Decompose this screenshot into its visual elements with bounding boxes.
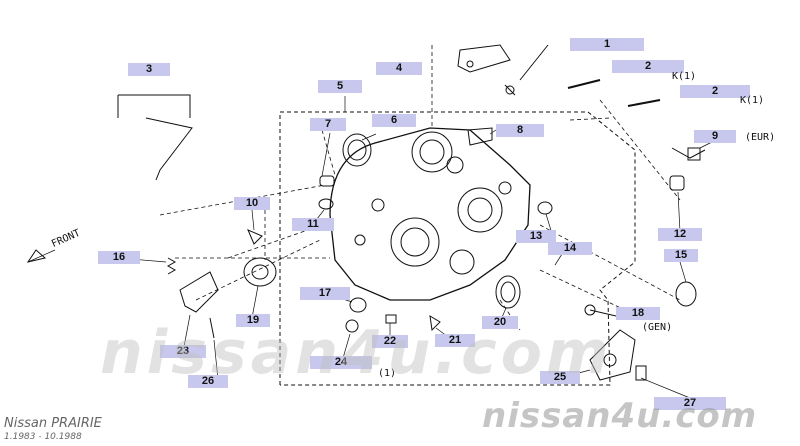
callout-20[interactable]: 20 bbox=[482, 316, 518, 329]
callout-26[interactable]: 26 bbox=[188, 375, 228, 388]
callout-2-upper[interactable]: 2 bbox=[612, 60, 684, 73]
callout-11[interactable]: 11 bbox=[292, 218, 334, 231]
note-eur: (EUR) bbox=[745, 132, 776, 143]
note-k1-upper: K(1) bbox=[672, 71, 697, 82]
callout-9[interactable]: 9 bbox=[694, 130, 736, 143]
callout-18[interactable]: 18 bbox=[616, 307, 660, 320]
model-years: 1.1983 - 10.1988 bbox=[4, 432, 82, 442]
note-k1-lower: K(1) bbox=[740, 95, 765, 106]
callout-23[interactable]: 23 bbox=[160, 345, 206, 358]
callout-6[interactable]: 6 bbox=[372, 114, 416, 127]
model-name: Nissan PRAIRIE bbox=[4, 416, 102, 431]
callout-17[interactable]: 17 bbox=[300, 287, 350, 300]
callout-5[interactable]: 5 bbox=[318, 80, 362, 93]
callout-15[interactable]: 15 bbox=[664, 249, 698, 262]
callout-1[interactable]: 1 bbox=[570, 38, 644, 51]
callout-14[interactable]: 14 bbox=[548, 242, 592, 255]
callout-7[interactable]: 7 bbox=[310, 118, 346, 131]
note-quantity-1: (1) bbox=[378, 368, 397, 379]
callout-3[interactable]: 3 bbox=[128, 63, 170, 76]
watermark-center: nissan4u.com bbox=[100, 318, 613, 388]
callout-25[interactable]: 25 bbox=[540, 371, 580, 384]
note-gen: (GEN) bbox=[642, 322, 673, 333]
callout-10[interactable]: 10 bbox=[234, 197, 270, 210]
callout-4[interactable]: 4 bbox=[376, 62, 422, 75]
callout-2-lower[interactable]: 2 bbox=[680, 85, 750, 98]
callout-19[interactable]: 19 bbox=[236, 314, 270, 327]
callout-24[interactable]: 24 bbox=[310, 356, 372, 369]
callout-16[interactable]: 16 bbox=[98, 251, 140, 264]
callout-22[interactable]: 22 bbox=[372, 335, 408, 348]
callout-27[interactable]: 27 bbox=[654, 397, 726, 410]
callout-21[interactable]: 21 bbox=[435, 334, 475, 347]
watermark-footer: nissan4u.com bbox=[482, 396, 758, 436]
callout-8[interactable]: 8 bbox=[496, 124, 544, 137]
callout-13[interactable]: 13 bbox=[516, 230, 556, 243]
callout-12[interactable]: 12 bbox=[658, 228, 702, 241]
